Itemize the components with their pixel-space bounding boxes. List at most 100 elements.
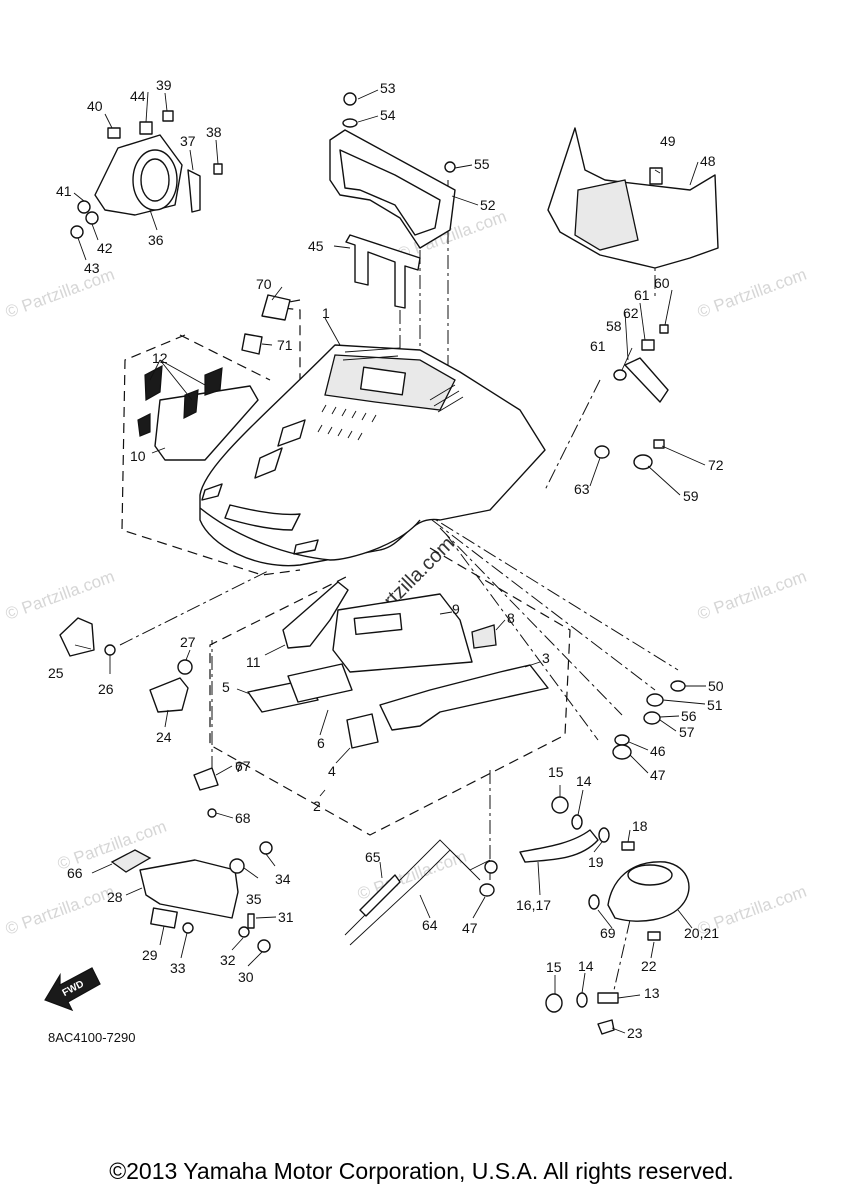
- lower-left-parts: [59, 617, 219, 818]
- parts-diagram: © Partzilla.com © Partzilla.com © Partzi…: [3, 77, 809, 1041]
- callout-label: 45: [308, 238, 324, 254]
- callout-label: 38: [206, 124, 222, 140]
- watermark: © Partzilla.com: [3, 265, 117, 322]
- left-panel-parts: [137, 294, 291, 461]
- hood-louvers: [317, 347, 464, 441]
- watermark: © Partzilla.com: [3, 882, 117, 939]
- callout-label: 69: [600, 925, 616, 941]
- callout-label: 14: [576, 773, 592, 789]
- callout-label: 50: [708, 678, 724, 694]
- callout-label: 43: [84, 260, 100, 276]
- callout-label: 47: [650, 767, 666, 783]
- callout-label: 72: [708, 457, 724, 473]
- callout-label: 56: [681, 708, 697, 724]
- callout-label: 1: [322, 305, 330, 321]
- callout-label: 13: [644, 985, 660, 1001]
- callout-label: 55: [474, 156, 490, 172]
- callout-label: 47: [462, 920, 478, 936]
- callout-label: 34: [275, 871, 291, 887]
- callout-label: 40: [87, 98, 103, 114]
- hood-part: [199, 344, 546, 567]
- callout-label: 36: [148, 232, 164, 248]
- callout-label: 51: [707, 697, 723, 713]
- inner-panel-parts: [247, 581, 549, 749]
- callout-label: 54: [380, 107, 396, 123]
- callout-label: 44: [130, 88, 146, 104]
- callout-label: 15: [546, 959, 562, 975]
- callout-label: 26: [98, 681, 114, 697]
- callout-label: 60: [654, 275, 670, 291]
- callout-label: 48: [700, 153, 716, 169]
- callout-label: 52: [480, 197, 496, 213]
- callout-label: 29: [142, 947, 158, 963]
- callout-labels: 1 2 3 4 5 6 7 8 9 10 11 12 13 14 14 15 1…: [48, 77, 724, 1041]
- callout-label: 5: [222, 679, 230, 695]
- callout-label: 7: [235, 759, 243, 775]
- callout-label: 70: [256, 276, 272, 292]
- callout-label: 68: [235, 810, 251, 826]
- assembly-lines: [119, 180, 679, 991]
- callout-label: 20,21: [684, 925, 719, 941]
- leader-lines: [73, 89, 706, 1034]
- windshield-part: [547, 127, 719, 269]
- callout-label: 15: [548, 764, 564, 780]
- callout-label: 46: [650, 743, 666, 759]
- right-side-parts: [594, 324, 669, 470]
- callout-label: 28: [107, 889, 123, 905]
- callout-label: 42: [97, 240, 113, 256]
- callout-label: 25: [48, 665, 64, 681]
- callout-label: 62: [623, 305, 639, 321]
- callout-label: 39: [156, 77, 172, 93]
- center-lower-parts: [344, 680, 686, 946]
- callout-label: 32: [220, 952, 236, 968]
- callout-label: 30: [238, 969, 254, 985]
- lower-left-assembly: [110, 841, 273, 953]
- callout-label: 16,17: [516, 897, 551, 913]
- callout-label: 24: [156, 729, 172, 745]
- callout-label: 35: [246, 891, 262, 907]
- watermark: © Partzilla.com: [695, 265, 809, 322]
- callout-label: 64: [422, 917, 438, 933]
- copyright-notice: ©2013 Yamaha Motor Corporation, U.S.A. A…: [109, 1158, 734, 1184]
- callout-label: 12: [152, 350, 168, 366]
- bracket-part: [345, 234, 421, 309]
- watermark: © Partzilla.com: [695, 567, 809, 624]
- callout-label: 65: [365, 849, 381, 865]
- callout-label: 6: [317, 735, 325, 751]
- callout-label: 37: [180, 133, 196, 149]
- callout-label: 14: [578, 958, 594, 974]
- callout-label: 31: [278, 909, 294, 925]
- callout-label: 53: [380, 80, 396, 96]
- headlight-housing-part: [94, 134, 201, 216]
- callout-label: 19: [588, 854, 604, 870]
- callout-label: 58: [606, 318, 622, 334]
- watermark: © Partzilla.com: [3, 567, 117, 624]
- callout-label: 63: [574, 481, 590, 497]
- callout-label: 67: [235, 758, 251, 774]
- callout-label: 33: [170, 960, 186, 976]
- windshield-bracket-part: [329, 129, 456, 249]
- callout-label: 41: [56, 183, 72, 199]
- diagram-code: 8AC4100-7290: [48, 1030, 136, 1045]
- callout-label: 71: [277, 337, 293, 353]
- callout-label: 9: [452, 601, 460, 617]
- top-left-small-parts: [70, 92, 498, 874]
- callout-label: 8: [507, 610, 515, 626]
- callout-label: 4: [328, 763, 336, 779]
- callout-label: 3: [542, 650, 550, 666]
- watermarks: © Partzilla.com © Partzilla.com © Partzi…: [3, 207, 809, 939]
- callout-label: 61: [634, 287, 650, 303]
- fwd-arrow: FWD: [44, 967, 101, 1012]
- callout-label: 10: [130, 448, 146, 464]
- right-lower-parts: [519, 796, 690, 1035]
- callout-label: 22: [641, 958, 657, 974]
- callout-label: 27: [180, 634, 196, 650]
- callout-label: 2: [313, 798, 321, 814]
- callout-label: 61: [590, 338, 606, 354]
- callout-label: 11: [246, 654, 261, 670]
- callout-label: 49: [660, 133, 676, 149]
- callout-label: 23: [627, 1025, 643, 1041]
- callout-label: 57: [679, 724, 695, 740]
- callout-label: 66: [67, 865, 83, 881]
- callout-label: 18: [632, 818, 648, 834]
